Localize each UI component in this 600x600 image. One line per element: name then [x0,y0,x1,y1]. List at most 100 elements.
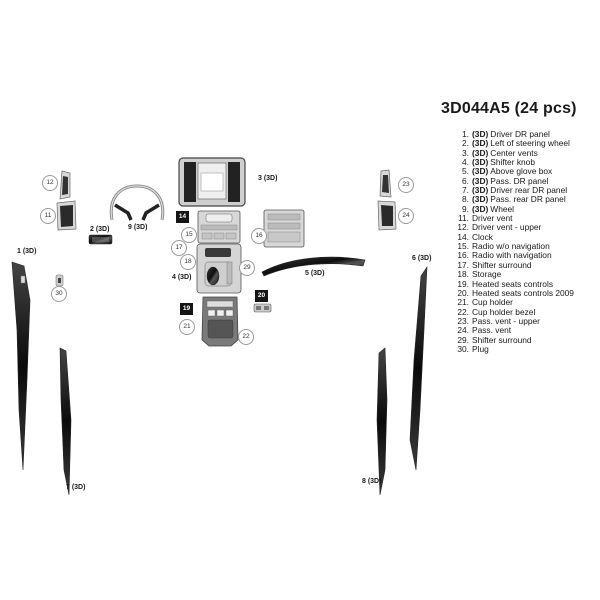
marker-24: 24 [398,208,414,224]
marker-15: 15 [181,227,197,243]
legend-item: 24.Pass. vent [455,325,574,336]
part-8-pass-rear-dr-panel [376,347,388,496]
label-part-7: 7 (3D) [66,484,86,491]
legend-text: Above glove box [490,166,553,177]
part-7-driver-rear-dr-panel [59,347,72,496]
legend-text: Radio with navigation [472,250,552,261]
legend-number: 12. [457,222,469,233]
legend-number: 8. [462,194,469,205]
marker-23: 23 [398,177,414,193]
part-16-radio-with-navigation [263,209,305,248]
legend-number: 24. [457,325,469,336]
label-part-6: 6 (3D) [412,255,432,262]
part-1-driver-dr-panel [11,261,31,471]
part-6-pass-dr-panel [409,265,428,471]
legend-number: 16. [457,250,469,261]
label-part-4: 4 (3D) [172,274,192,281]
legend-item: 4.(3D)Shifter knob [455,157,574,168]
legend-text: Pass. DR panel [490,175,549,186]
legend-item: 12.Driver vent - upper [455,222,574,233]
legend-number: 3. [462,147,469,158]
legend-3d-tag: (3D) [472,175,489,186]
legend-3d-tag: (3D) [472,147,489,158]
legend-number: 20. [457,287,469,298]
legend-text: Center vents [490,147,538,158]
legend-item: 30.Plug [455,343,574,354]
legend-number: 7. [462,185,469,196]
part-9-steering-wheel [109,184,165,221]
label-part-1: 1 (3D) [17,248,37,255]
legend-number: 11. [457,213,469,224]
legend-text: Shifter surround [472,334,532,345]
legend-text: Cup holder bezel [472,306,536,317]
kit-title: 3D044A5 (24 pcs) [441,100,577,117]
part-4-shifter-knob [206,266,220,286]
legend-3d-tag: (3D) [472,138,489,149]
part-12-driver-vent-upper [59,170,71,200]
legend-text: Shifter knob [490,157,535,168]
legend-text: Left of steering wheel [490,138,570,149]
legend-item: 8.(3D)Pass. rear DR panel [455,194,574,205]
marker-17: 17 [171,240,187,256]
legend-text: Driver DR panel [490,129,550,139]
part-30-plug [55,274,64,287]
legend-3d-tag: (3D) [472,185,489,196]
part-15-radio-wo-navigation [197,210,241,244]
legend-item: 20.Heated seats controls 2009 [455,287,574,298]
marker-16: 16 [251,228,267,244]
legend-text: Cup holder [472,297,513,308]
label-part-9: 9 (3D) [128,224,148,231]
part-29-shifter-surround [226,261,233,285]
legend-number: 4. [462,157,469,168]
marker-29: 29 [239,260,255,276]
part-3-center-vents [178,157,246,207]
legend-item: 18.Storage [455,269,574,280]
legend-number: 1. [462,129,469,139]
legend-text: Radio w/o navigation [472,241,550,252]
part-24-pass-vent [377,200,397,231]
legend-3d-tag: (3D) [472,129,489,139]
legend-text: Pass. vent [472,325,512,336]
marker-22: 22 [238,329,254,345]
legend-number: 22. [457,306,469,317]
legend-text: Plug [472,343,489,354]
legend-number: 19. [457,278,469,289]
marker-20: 20 [255,290,268,302]
legend-number: 21. [457,297,469,308]
legend-item: 3.(3D)Center vents [455,147,574,158]
legend-item: 7.(3D)Driver rear DR panel [455,185,574,196]
legend-3d-tag: (3D) [472,203,489,214]
legend-text: Storage [472,269,502,280]
legend-text: Heated seats controls 2009 [472,287,574,298]
legend-text: Shifter surround [472,259,532,270]
part-17-shifter-surround [196,243,242,294]
legend-3d-tag: (3D) [472,166,489,177]
legend-item: 29.Shifter surround [455,334,574,345]
legend-number: 29. [457,334,469,345]
label-part-2: 2 (3D) [90,226,110,233]
legend-number: 18. [457,269,469,280]
legend-number: 9. [462,203,469,214]
legend-number: 6. [462,175,469,186]
marker-30: 30 [51,286,67,302]
marker-21: 21 [179,319,195,335]
legend-text: Pass. vent - upper [472,315,540,326]
legend-item: 2.(3D)Left of steering wheel [455,138,574,149]
legend-item: 6.(3D)Pass. DR panel [455,175,574,186]
legend-number: 5. [462,166,469,177]
legend-item: 21.Cup holder [455,297,574,308]
legend-item: 23.Pass. vent - upper [455,315,574,326]
part-5-above-glove-box [261,256,366,277]
legend-item: 17.Shifter surround [455,259,574,270]
legend-text: Clock [472,231,493,242]
part-21-cup-holder [201,296,239,347]
part-11-driver-vent [56,200,77,231]
label-part-3: 3 (3D) [258,175,278,182]
legend-number: 23. [457,315,469,326]
marker-11: 11 [40,208,56,224]
legend-item: 5.(3D)Above glove box [455,166,574,177]
legend-text: Driver rear DR panel [490,185,568,196]
